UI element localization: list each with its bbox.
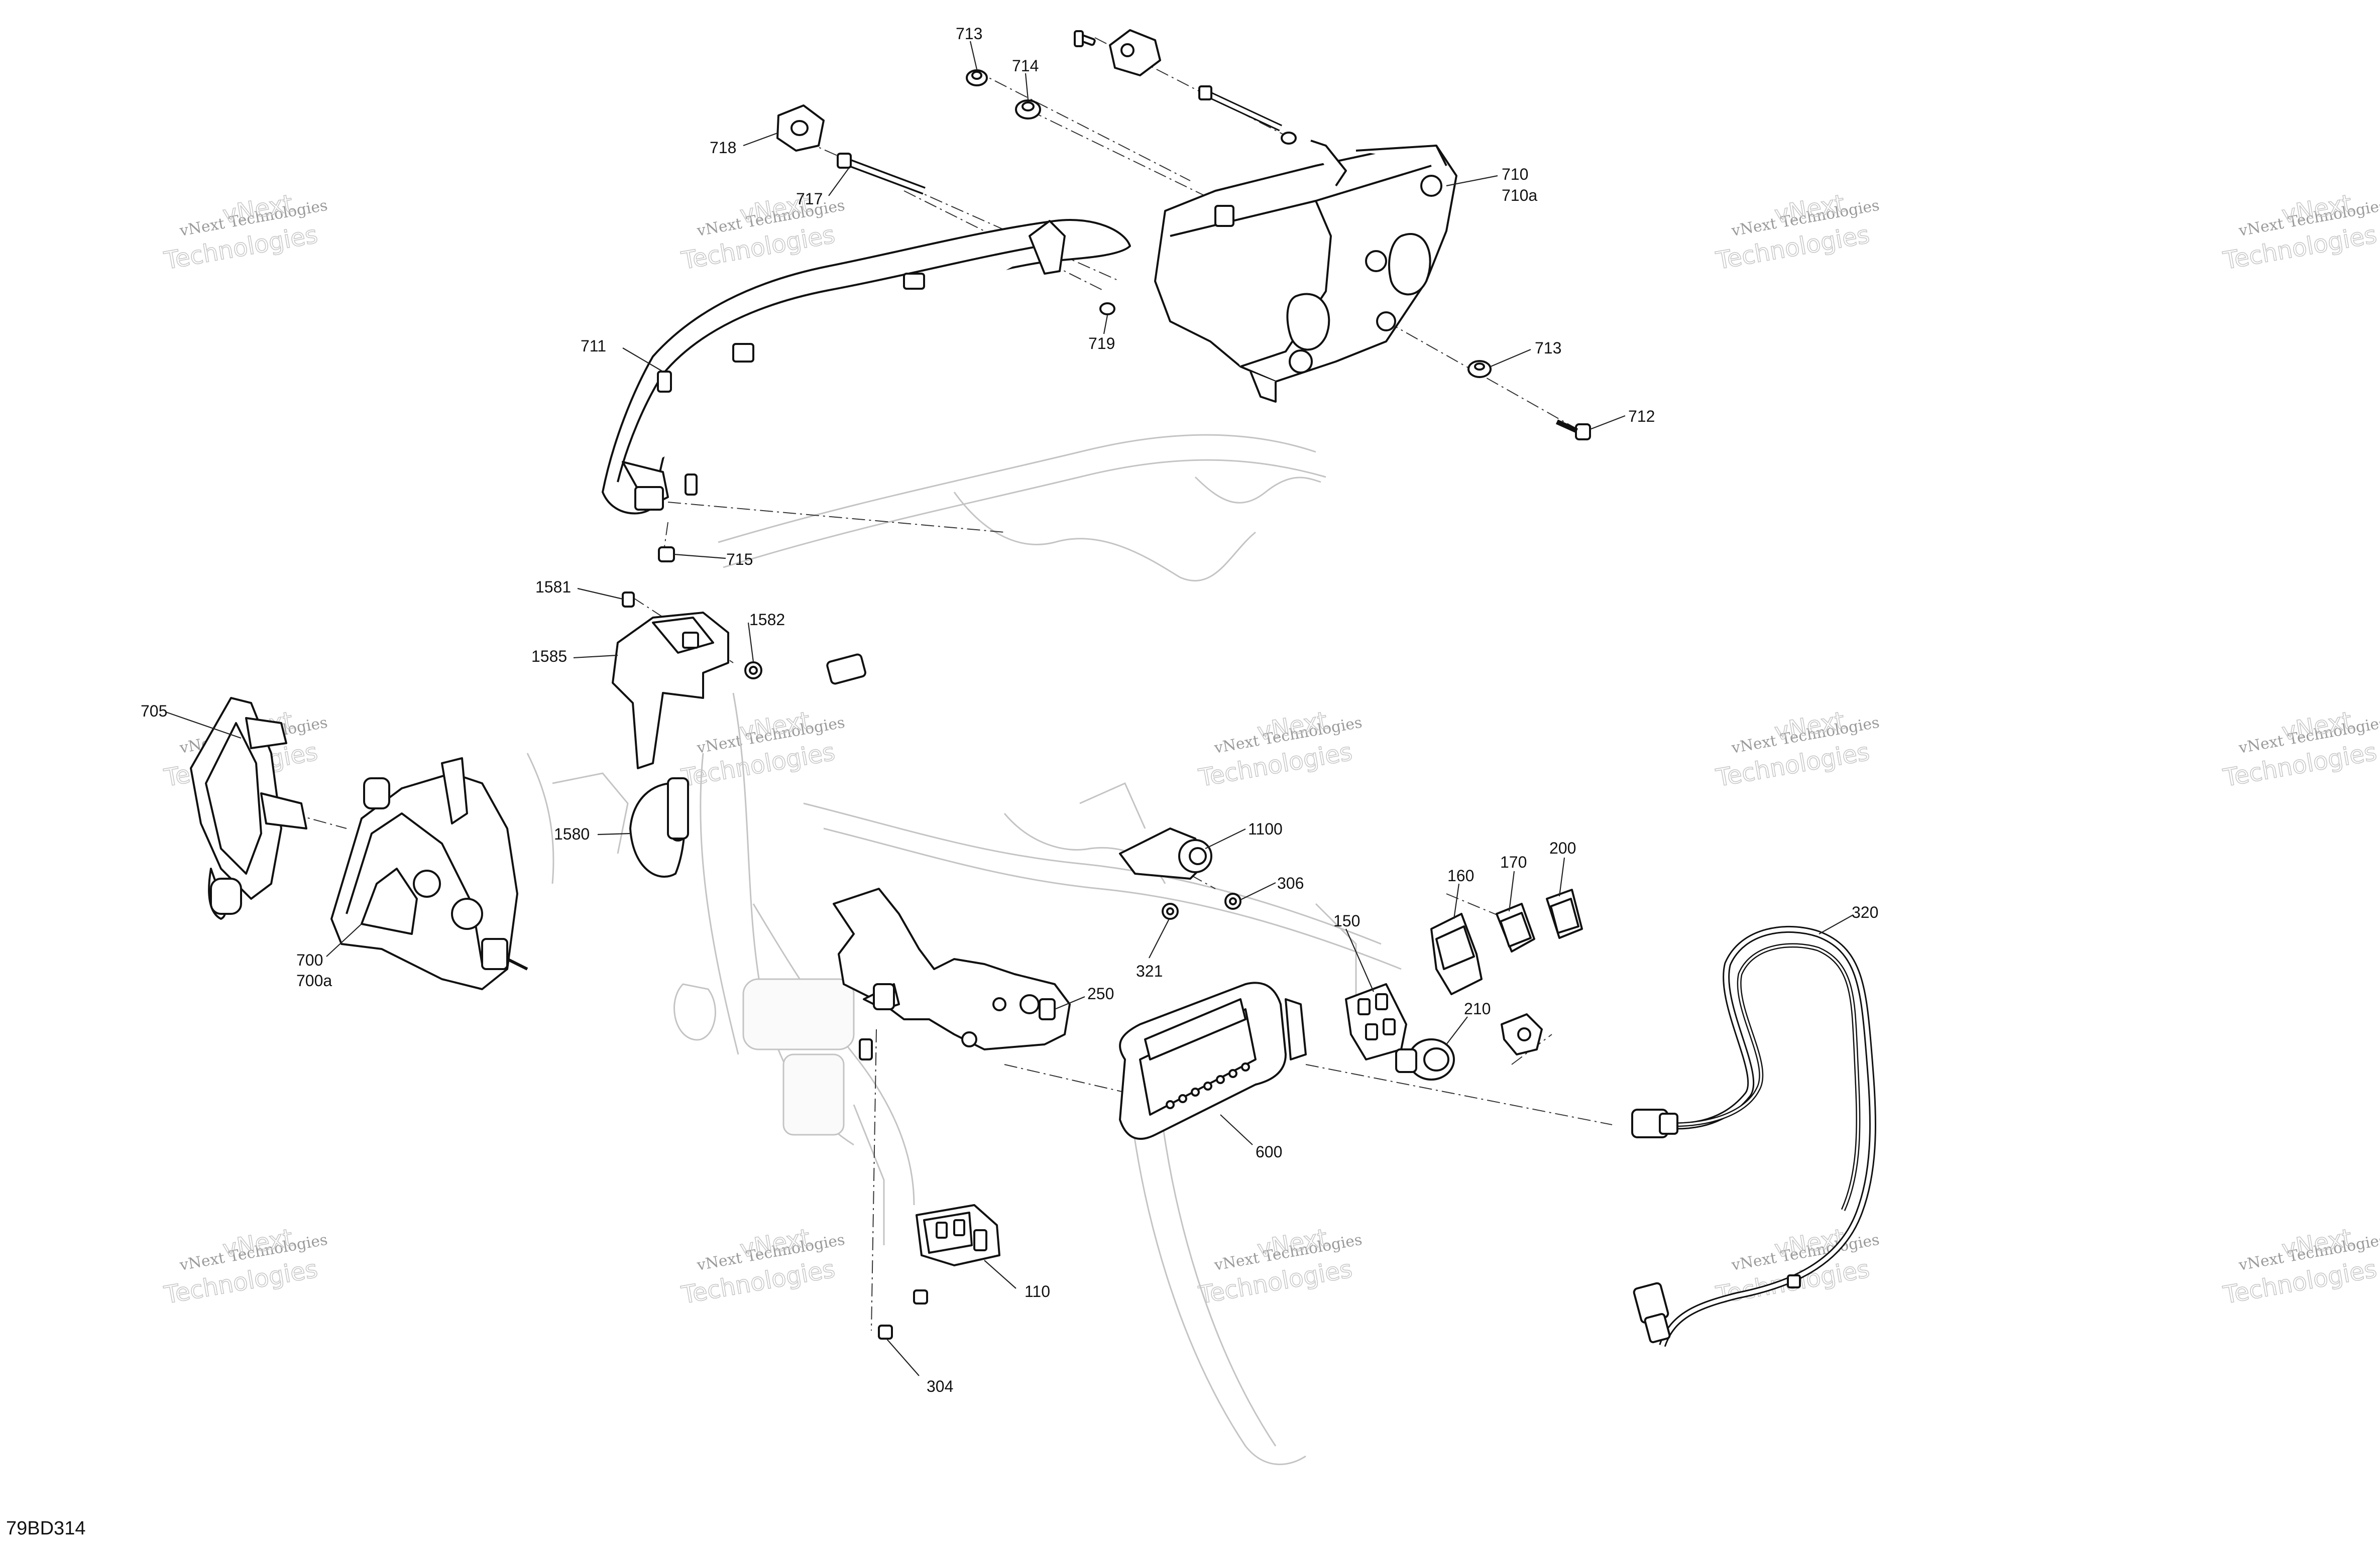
callout-160: 160 [1447, 867, 1474, 885]
callout-306: 306 [1277, 874, 1304, 892]
leader-lines [165, 41, 1854, 1376]
watermark-outline-vnext: vNext [2280, 189, 2354, 229]
part-710-housing [1154, 140, 1457, 403]
part-304-screw [878, 1289, 928, 1340]
part-711-cover [602, 219, 1131, 515]
part-713-spacer [966, 69, 988, 86]
callout-1580: 1580 [554, 825, 590, 843]
callout-718: 718 [710, 139, 736, 157]
part-long-bolt [1198, 85, 1282, 132]
callout-713: 713 [956, 25, 982, 43]
part-200-switch [1546, 889, 1583, 939]
callout-250: 250 [1087, 985, 1114, 1003]
watermark-outline-vnext: vNext [1772, 706, 1847, 747]
callout-600: 600 [1256, 1143, 1282, 1161]
part-250-bracket [833, 888, 1071, 1060]
part-bracket-clip [1109, 29, 1161, 76]
callout-715: 715 [726, 550, 753, 568]
watermark-outline-vnext: vNext [220, 1224, 295, 1264]
watermark-outline-vnext: vNext [220, 189, 295, 229]
callout-200: 200 [1549, 839, 1576, 857]
part-1100-socket [1119, 827, 1212, 880]
part-washer-small [1281, 132, 1297, 145]
callout-700: 700 [296, 951, 323, 969]
callout-210: 210 [1464, 1000, 1491, 1018]
callout-700a: 700a [296, 972, 332, 990]
watermark-outline-vnext: vNext [738, 1224, 812, 1264]
watermark-outline-vnext: vNext [2280, 1224, 2354, 1264]
callout-712: 712 [1628, 407, 1655, 425]
part-718-damper [776, 104, 825, 152]
part-160-switch [1430, 913, 1483, 995]
part-1580-horn [629, 777, 689, 878]
callout-717: 717 [796, 190, 823, 208]
callout-1100: 1100 [1248, 820, 1283, 838]
callout-321: 321 [1136, 962, 1163, 980]
drawing-code: 79BD314 [6, 1518, 85, 1539]
part-705-headlight [190, 697, 307, 920]
callout-714: 714 [1012, 57, 1039, 75]
part-1585-bracket [612, 612, 729, 769]
part-714-spacer [1015, 99, 1041, 120]
callout-713-lower: 713 [1535, 339, 1561, 357]
callout-710: 710 [1502, 165, 1528, 183]
callout-170: 170 [1500, 853, 1527, 871]
part-700-headlight [330, 757, 528, 990]
part-1581-screw [622, 591, 635, 608]
part-719-washer [1099, 302, 1115, 315]
callout-304: 304 [927, 1377, 953, 1395]
callout-705: 705 [141, 702, 167, 720]
callout-719: 719 [1088, 334, 1115, 352]
part-170-switch [1496, 903, 1535, 953]
callout-711: 711 [581, 337, 606, 355]
part-715-bolt [658, 473, 698, 562]
watermark-outline-vnext: vNext [1255, 1224, 1329, 1264]
ghost-frame-harness [526, 434, 1402, 1465]
watermark-outline-vnext: vNext [1255, 706, 1329, 747]
part-connector [826, 653, 866, 685]
callout-320: 320 [1852, 903, 1878, 921]
watermark-outline-vnext: vNext [738, 706, 812, 747]
callout-1585: 1585 [531, 647, 567, 665]
watermark-outline-vnext: vNext [2280, 706, 2354, 747]
callout-150: 150 [1333, 912, 1360, 930]
part-150-switch-panel [1345, 983, 1407, 1060]
part-717-bolt [837, 153, 926, 195]
part-ignition-switch [1395, 1038, 1455, 1081]
part-712-bolt [1555, 419, 1591, 440]
callout-110: 110 [1025, 1282, 1050, 1300]
watermark-outline-vnext: vNext [1772, 1224, 1847, 1264]
part-321-nut [1162, 903, 1179, 920]
callout-1582: 1582 [749, 611, 785, 629]
part-1582-nut [744, 661, 762, 679]
part-110-switch [916, 1204, 1000, 1266]
part-210-key [1501, 1013, 1543, 1055]
callout-labels: 713 714 718 717 710 710a 711 719 713 712… [141, 25, 1878, 1395]
part-713-lower [1467, 360, 1492, 378]
callout-710a: 710a [1502, 186, 1537, 204]
part-320-harness [1631, 925, 1876, 1347]
watermark-outline-vnext: vNext [1772, 189, 1847, 229]
part-306-nut [1224, 893, 1241, 910]
part-screw [1074, 30, 1096, 47]
part-600-gauge [1119, 982, 1307, 1140]
callout-1581: 1581 [535, 578, 571, 596]
gauge-buttons [1166, 1062, 1250, 1109]
